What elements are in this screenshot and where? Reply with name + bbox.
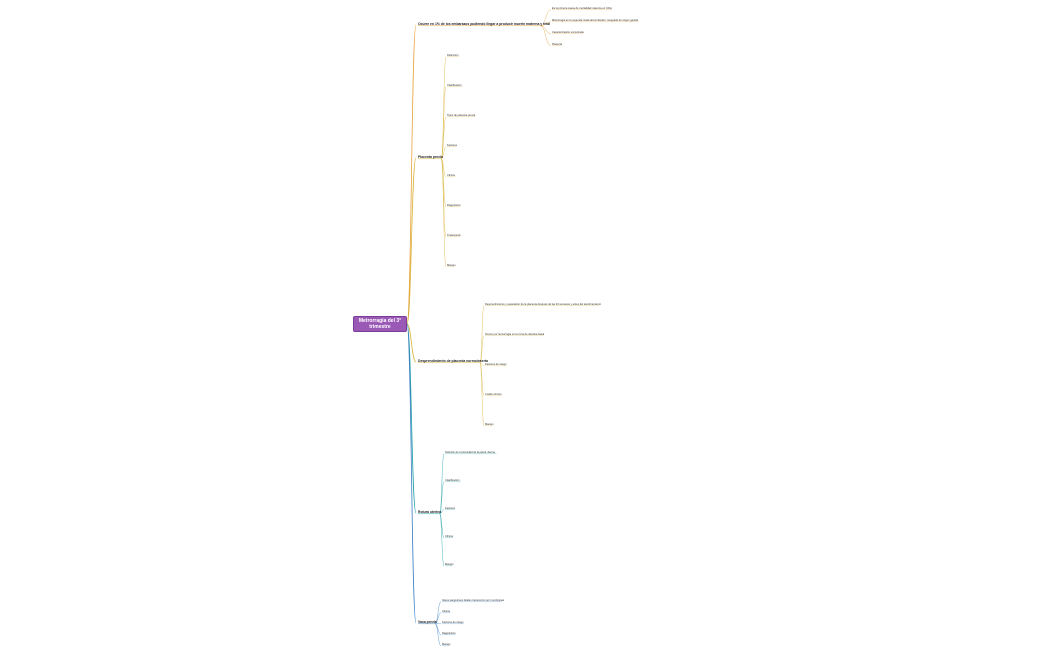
edge-branch-to-child xyxy=(439,509,445,514)
edge-branch-to-child xyxy=(441,146,447,159)
child-label[interactable]: Solución de continuidad de la pared uter… xyxy=(445,450,495,454)
mind-map-labels: Ocurre en 1% de los embarazos pudiendo l… xyxy=(418,6,638,646)
child-label[interactable]: Clasificación xyxy=(447,83,462,87)
edge-root-to-branch xyxy=(406,157,417,325)
edge-branch-to-child xyxy=(441,158,447,177)
edge-branch-to-child xyxy=(434,612,442,624)
edge-branch-to-child xyxy=(479,362,485,366)
edge-branch-to-child xyxy=(540,21,552,26)
child-label[interactable]: Manejo xyxy=(445,562,454,566)
child-label[interactable]: Clínica xyxy=(447,173,455,177)
child-label[interactable]: Placenta xyxy=(552,42,563,46)
branch-label[interactable]: Ocurre en 1% de los embarazos pudiendo l… xyxy=(418,22,550,26)
child-label[interactable]: Es la primera causa de mortalidad matern… xyxy=(552,6,612,10)
edge-branch-to-child xyxy=(441,56,447,159)
branch-label[interactable]: Vasa previa xyxy=(418,620,437,624)
child-label[interactable]: Vasos sanguíneos fetales transcurren por… xyxy=(442,598,505,602)
child-label[interactable]: Definición xyxy=(447,53,459,57)
child-label[interactable]: Diagnóstico xyxy=(442,631,456,635)
edge-branch-to-child xyxy=(434,623,442,635)
child-label[interactable]: Factores xyxy=(445,506,456,510)
child-label[interactable]: Factores de riesgo xyxy=(442,620,464,624)
branch-label[interactable]: Rotura uterina xyxy=(418,510,441,514)
edge-branch-to-child xyxy=(540,9,552,26)
edge-branch-to-child xyxy=(434,623,442,646)
child-label[interactable]: Manejo xyxy=(447,263,456,267)
child-label[interactable]: Manejo xyxy=(442,642,451,646)
edge-branch-to-child xyxy=(441,86,447,159)
child-label[interactable]: Metrorragia en la segunda mitad del emba… xyxy=(552,18,638,22)
edge-branch-to-child xyxy=(439,513,445,566)
edge-branch-to-child xyxy=(479,335,485,363)
edge-branch-to-child xyxy=(439,453,445,514)
child-label[interactable]: Cuadro clínico xyxy=(485,392,502,396)
edge-branch-to-child xyxy=(434,601,442,624)
branch-label[interactable]: Desprendimiento de placenta normoinserta xyxy=(418,359,488,363)
edge-branch-to-child xyxy=(441,158,447,237)
child-label[interactable]: Tratamiento xyxy=(447,233,461,237)
child-label[interactable]: Clínica xyxy=(445,534,453,538)
edge-root-to-branch xyxy=(406,323,417,363)
child-label[interactable]: Ocurre por hemorragia en la zona de deci… xyxy=(485,332,545,336)
edge-branch-to-child xyxy=(479,362,485,426)
edge-root-to-branch xyxy=(406,323,417,624)
edge-branch-to-child xyxy=(479,305,485,363)
child-label[interactable]: Clínica xyxy=(442,609,450,613)
child-label[interactable]: Diagnóstico xyxy=(447,203,461,207)
child-label[interactable]: Desprendimiento y separación de la place… xyxy=(485,302,602,306)
branch-label[interactable]: Placenta previa xyxy=(418,155,443,159)
edge-root-to-branch xyxy=(406,24,417,325)
mind-map-edges xyxy=(406,9,639,646)
child-label[interactable]: Factores de riesgo xyxy=(485,362,507,366)
edge-branch-to-child xyxy=(540,25,552,46)
child-label[interactable]: Factores xyxy=(447,143,458,147)
child-label[interactable]: Tipos de placenta previa xyxy=(447,113,476,117)
edge-branch-to-child xyxy=(441,116,447,159)
edge-branch-to-child xyxy=(540,25,552,34)
child-label[interactable]: Clasificación xyxy=(445,478,460,482)
child-label[interactable]: Caracterización encontrada xyxy=(552,30,584,34)
root-title: Metrorragia del 3° trimestre xyxy=(358,318,402,330)
edge-branch-to-child xyxy=(441,158,447,267)
root-node[interactable]: Metrorragia del 3° trimestre xyxy=(353,316,407,332)
child-label[interactable]: Manejo xyxy=(485,422,494,426)
edge-branch-to-child xyxy=(439,513,445,538)
edge-branch-to-child xyxy=(439,481,445,514)
